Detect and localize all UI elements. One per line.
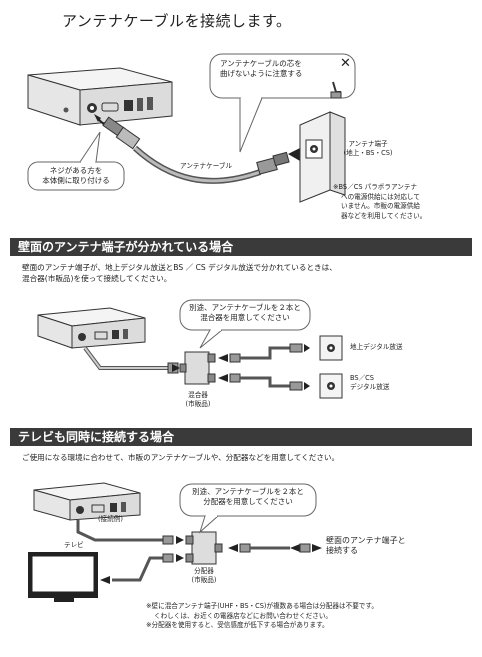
- tv-note-line1: ※壁に混合アンテナ端子(UHF・BS・CS)が複数ある場合は分配器は不要です。: [146, 602, 378, 610]
- splitter-label-line2: (市販品): [191, 576, 217, 584]
- bs-note-line1: ※BS／CS パラボラアンテナ: [333, 183, 418, 191]
- section1-desc-line2: 混合器(市販品)を使って接続してください。: [22, 274, 172, 283]
- wall-terminal: [299, 111, 346, 203]
- bscs-label-line2: デジタル放送: [350, 383, 390, 391]
- bs-note-line4: 器などを利用してください。: [341, 211, 427, 220]
- bscs-label-line1: BS／CS: [350, 374, 374, 382]
- section1-desc-line1: 壁面のアンテナ端子が、地上デジタル放送とBS ／ CS デジタル放送で分かれてい…: [22, 263, 337, 272]
- example-label: (接続例): [98, 515, 123, 523]
- mixer-label-line2: (市販品): [185, 400, 211, 408]
- mixer-connection-diagram: [37, 299, 343, 399]
- mixer-bubble-line1: 別途、アンテナケーブルを２本と: [189, 303, 301, 312]
- cable-label: アンテナケーブル: [180, 162, 233, 170]
- page-title: アンテナケーブルを接続します。: [62, 12, 292, 30]
- splitter-connection-diagram: [28, 482, 322, 602]
- splitter-label-line1: 分配器: [194, 567, 214, 575]
- tv-label: テレビ: [64, 541, 84, 549]
- splitter-bubble-line2: 分配器を用意してください: [203, 497, 293, 506]
- section-heading-separate: 壁面のアンテナ端子が分かれている場合: [10, 238, 472, 256]
- splitter-bubble-line1: 別途、アンテナケーブルを２本と: [192, 487, 304, 496]
- terminal-label-line2: (地上・BS・CS): [343, 149, 393, 157]
- tv-note-line3: ※分配器を使用すると、受信感度が低下する場合があります。: [146, 621, 329, 629]
- mixer-label-line1: 混合器: [188, 391, 208, 399]
- mixer-bubble-line2: 混合器を用意してください: [200, 313, 290, 322]
- screw-callout-line1: ネジがある方を: [49, 166, 103, 175]
- x-mark-icon: ✕: [340, 56, 351, 71]
- terrestrial-label: 地上デジタル放送: [350, 343, 403, 351]
- bs-note-line2: への電源供給には対応して: [341, 192, 420, 201]
- top-connection-diagram: [27, 53, 356, 203]
- wall-label-line1: 壁面のアンテナ端子と: [326, 536, 406, 545]
- core-callout-line2: 曲げないように注意する: [220, 69, 303, 78]
- device-box: [27, 67, 173, 126]
- screw-callout-line2: 本体側に取り付ける: [42, 176, 110, 185]
- core-callout-line1: アンテナケーブルの芯を: [220, 59, 302, 68]
- section2-desc: ご使用になる環境に合わせて、市販のアンテナケーブルや、分配器などを用意してくださ…: [22, 453, 340, 462]
- wall-label-line2: 接続する: [326, 546, 358, 555]
- antenna-cable: [102, 116, 290, 184]
- bs-note-line3: いません。市販の電源供給: [341, 202, 420, 210]
- terminal-label-line1: アンテナ端子: [348, 140, 388, 148]
- section-heading-tv: テレビも同時に接続する場合: [10, 428, 472, 446]
- tv-note-line2: くわしくは、お近くの電器店などにお問い合わせください。: [154, 611, 333, 620]
